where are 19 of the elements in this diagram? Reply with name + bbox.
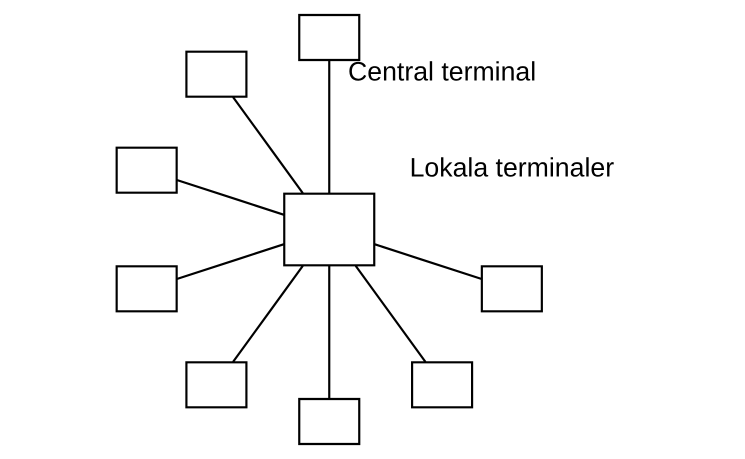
- node-box: [115, 265, 178, 312]
- node-box: [184, 361, 247, 408]
- node-box: [184, 50, 247, 98]
- label: Lokala terminaler: [409, 152, 614, 183]
- label: Central terminal: [348, 56, 536, 87]
- connector: [232, 96, 304, 194]
- node-box: [410, 361, 473, 408]
- connector: [232, 265, 304, 363]
- node-box: [282, 192, 375, 266]
- node-box: [115, 146, 178, 194]
- node-box: [298, 14, 360, 62]
- connector: [354, 265, 426, 363]
- connector: [176, 243, 284, 280]
- connector: [328, 266, 330, 399]
- node-box: [480, 265, 542, 312]
- connector: [176, 178, 284, 216]
- connector: [328, 60, 330, 193]
- connector: [374, 243, 482, 280]
- node-box: [298, 398, 360, 446]
